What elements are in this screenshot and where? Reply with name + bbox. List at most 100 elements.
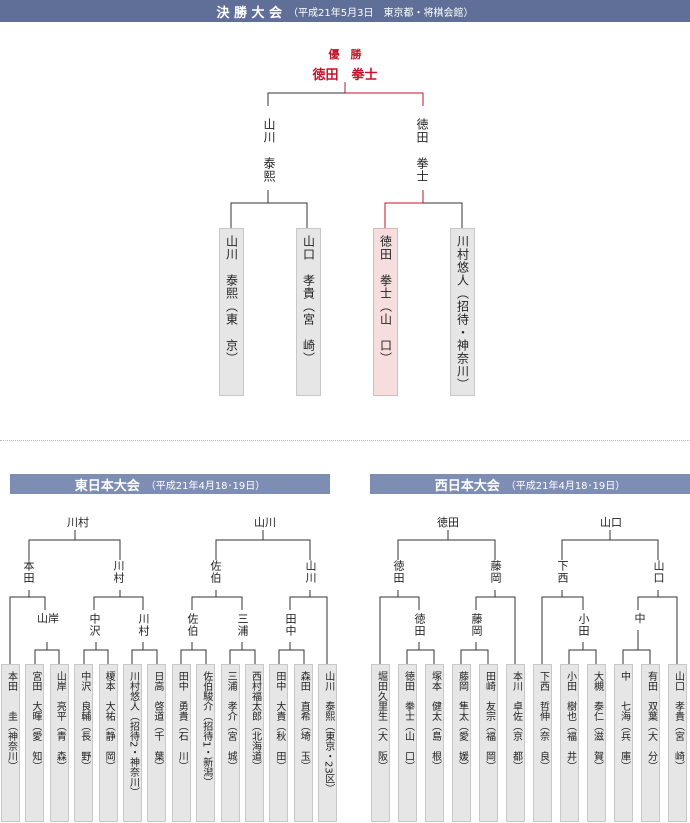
west-bracket-line: [406, 649, 435, 664]
player-box: 本川 卓佐（京 都）: [506, 664, 525, 822]
west-bracket-line: [397, 539, 496, 560]
player-box: 田中 勇貴（石 川）: [171, 664, 191, 822]
player-name: 田崎 友宗（福 岡）: [483, 671, 495, 771]
final-player-box: 山口 孝貴（宮 崎）: [296, 228, 321, 396]
player-box: 山口 孝貴（宮 崎）: [668, 664, 687, 822]
player-box: 徳田 拳士（山 口）: [398, 664, 417, 822]
champion-label: 優 勝: [328, 48, 362, 61]
player-box: 田崎 友宗（福 岡）: [479, 664, 498, 822]
west-r2-winner: 藤岡: [470, 613, 483, 637]
player-box: 榎本 大祐（静 岡）: [98, 664, 118, 822]
player-box: 森田 直希（埼 玉）: [293, 664, 313, 822]
player-box: 中 七海（兵 庫）: [614, 664, 633, 822]
east-r2-winner: 佐伯: [186, 613, 199, 637]
east-semi-winner: 川村: [112, 560, 125, 584]
east-r2-winner: 川村: [137, 613, 150, 637]
west-semi-winner: 下西: [556, 560, 569, 584]
east-bracket-line: [28, 539, 121, 560]
east-title: 東日本大会: [74, 478, 140, 494]
east-r2-winner: 田中: [284, 613, 297, 637]
player-name: 田中 大貴（秋 田）: [273, 671, 285, 771]
player-box: 小田 樹也（福 井）: [560, 664, 579, 822]
west-banner: 西日本大会 （平成21年4月18･19日）: [370, 474, 690, 494]
east-r2-winner: 山岸: [37, 612, 59, 625]
east-semi-winner: 佐伯: [209, 560, 222, 584]
east-bracket-line: [131, 649, 158, 664]
east-r2-winner: 三浦: [236, 613, 249, 637]
east-semi-winner: 本田: [22, 560, 35, 584]
finalist-left: 山川 泰熙: [262, 118, 276, 183]
player-name: 山岸 亮平（青 森）: [54, 671, 66, 771]
player-name: 川村悠人（招待2・神奈川）: [127, 671, 139, 798]
east-bracket-line: [215, 539, 311, 560]
finalist-right: 徳田 拳士: [415, 118, 429, 183]
final-player-box: 川村悠人（招待・神奈川）: [450, 228, 475, 396]
west-bracket-line: [379, 596, 420, 664]
west-semi-winner: 山口: [652, 560, 665, 584]
west-semi-winner: 藤岡: [489, 560, 502, 584]
player-name: 中 七海（兵 庫）: [618, 671, 630, 771]
final-player-box-winner: 徳田 拳士（山 口）: [373, 228, 398, 396]
player-box: 山川 泰熙（東京・23区）: [318, 664, 338, 822]
player-box: 宮田 大暉（愛 知）: [25, 664, 45, 822]
player-name: 本田 圭（神奈川）: [5, 671, 17, 771]
final-bracket-line: [267, 92, 345, 106]
east-subtitle: （平成21年4月18･19日）: [145, 480, 266, 492]
player-name: 山川 泰熙（東京・23区）: [322, 671, 334, 794]
player-name: 佐伯駿介（招待1・新潟）: [200, 671, 212, 788]
player-box: 塚本 健太（島 根）: [425, 664, 444, 822]
east-bracket-line: [9, 596, 46, 664]
semifinal-bracket-line: [423, 202, 463, 228]
player-box: 中沢 良輔（長 野）: [74, 664, 94, 822]
player-name: 日高 啓道（千 葉）: [151, 671, 163, 771]
player-box: 下西 哲伸（奈 良）: [533, 664, 552, 822]
east-bracket-line: [34, 649, 60, 664]
east-bracket-line: [180, 649, 207, 664]
player-box: 藤岡 隼太（愛 媛）: [452, 664, 471, 822]
player-name: 下西 哲伸（奈 良）: [537, 671, 549, 771]
player-box: 堀田久里生（大 阪）: [371, 664, 390, 822]
player-box: 佐伯駿介（招待1・新潟）: [196, 664, 216, 822]
player-name: 山口 孝貴（宮 崎）: [301, 235, 316, 365]
west-title: 西日本大会: [434, 478, 500, 494]
final-player-box: 山川 泰熙（東 京）: [219, 228, 244, 396]
player-name: 榎本 大祐（静 岡）: [103, 671, 115, 771]
section-divider: [0, 440, 690, 441]
east-bracket-line: [278, 649, 305, 664]
player-name: 山口 孝貴（宮 崎）: [672, 671, 684, 771]
player-name: 本川 卓佐（京 都）: [510, 671, 522, 771]
player-name: 徳田 拳士（山 口）: [402, 671, 414, 771]
champion-line: [345, 92, 424, 106]
east-bracket-line: [83, 649, 109, 664]
player-name: 堀田久里生（大 阪）: [375, 671, 387, 771]
player-name: 小田 樹也（福 井）: [564, 671, 576, 771]
east-final-winner: 川村: [67, 516, 89, 529]
player-box: 大槻 泰仁（滋 賀）: [587, 664, 606, 822]
player-name: 三浦 孝介（宮 城）: [225, 671, 237, 771]
east-bracket-line: [229, 649, 256, 664]
player-box: 田中 大貴（秋 田）: [269, 664, 289, 822]
east-banner: 東日本大会 （平成21年4月18･19日）: [10, 474, 330, 494]
east-final-winner: 山川: [254, 516, 276, 529]
player-name: 田中 勇貴（石 川）: [176, 671, 188, 771]
player-name: 大槻 泰仁（滋 賀）: [591, 671, 603, 771]
player-box: 本田 圭（神奈川）: [1, 664, 20, 822]
final-title: 決 勝 大 会: [216, 5, 283, 21]
player-box: 有田 双葉（大 分）: [641, 664, 660, 822]
west-subtitle: （平成21年4月18･19日）: [505, 480, 626, 492]
player-name: 川村悠人（招待・神奈川）: [455, 235, 470, 391]
winner-path-line: [384, 202, 423, 228]
west-final-winner: 徳田: [437, 516, 459, 529]
semifinal-bracket-line: [230, 202, 308, 228]
west-r2-winner: 徳田: [413, 613, 426, 637]
player-box: 西村福太郎（北海道）: [245, 664, 264, 822]
player-name: 有田 双葉（大 分）: [645, 671, 657, 771]
west-r2-winner: 中: [634, 612, 646, 625]
west-bracket-line: [561, 539, 659, 560]
west-bracket-line: [622, 649, 651, 664]
player-name: 宮田 大暉（愛 知）: [29, 671, 41, 771]
east-bracket-line: [93, 596, 144, 610]
final-subtitle: （平成21年5月3日 東京都・将棋会館）: [288, 7, 474, 19]
west-bracket-line: [568, 649, 597, 664]
